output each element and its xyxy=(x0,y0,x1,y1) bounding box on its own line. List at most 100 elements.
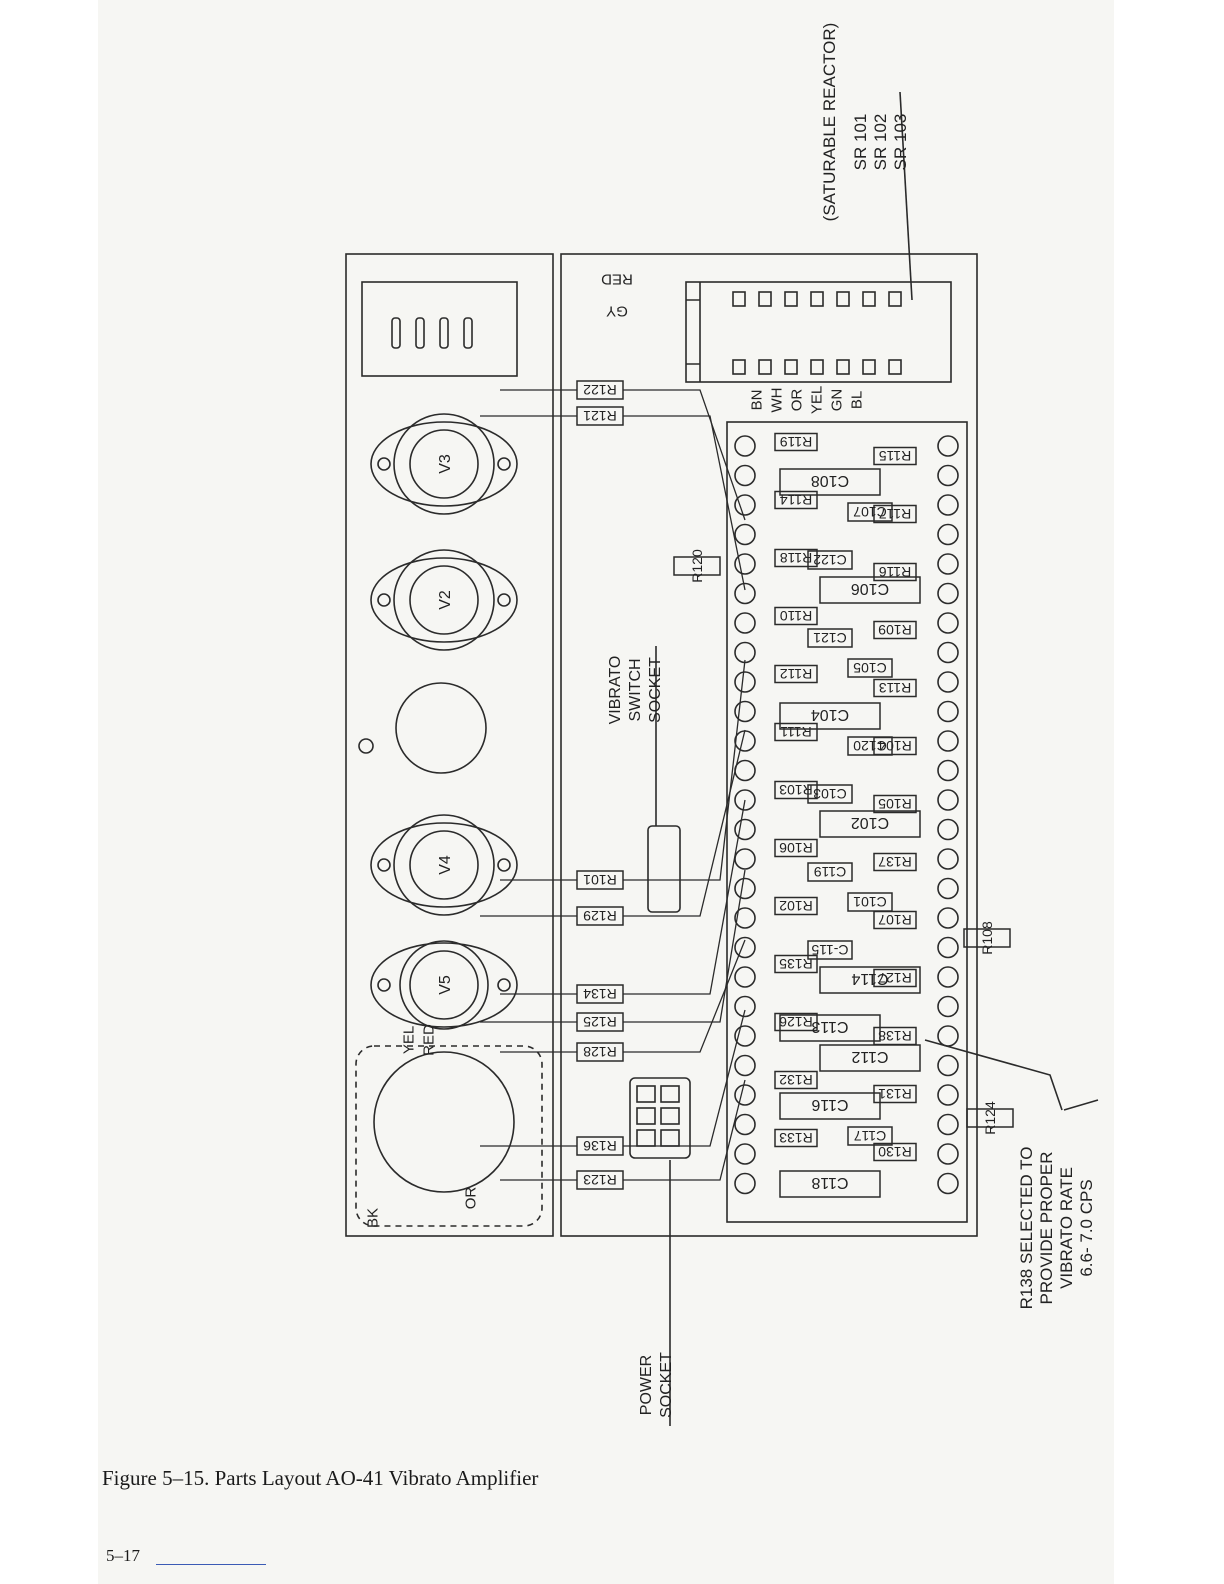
board-capacitor-c114: C114 xyxy=(819,966,921,994)
terminal-hole-left xyxy=(734,1143,756,1165)
reactor-tab-top xyxy=(836,291,850,307)
harness-wire xyxy=(623,415,746,591)
board-resistor-r135-text: R135 xyxy=(779,956,813,972)
r138-note-line-0: R138 SELECTED TO xyxy=(1017,1147,1036,1310)
reactor-title-text: (SATURABLE REACTOR) xyxy=(820,23,839,222)
resistor-r101: R101 xyxy=(576,870,624,890)
board-capacitor-c107: C107 xyxy=(847,502,893,522)
terminal-hole-left xyxy=(734,936,756,959)
reactor-item-line-1: SR 102 xyxy=(871,114,890,171)
terminal-hole-left xyxy=(734,1025,756,1047)
r138-note-line-1: PROVIDE PROPER xyxy=(1037,1151,1056,1304)
reactor-tab-top xyxy=(732,291,746,307)
board-capacitor-c-115-text: C-115 xyxy=(811,942,848,958)
resistor-r101-text: R101 xyxy=(583,872,617,888)
terminal-hole-left xyxy=(734,464,756,487)
resistor-r122-text: R122 xyxy=(583,382,617,398)
transformer-wire-2-text: BK xyxy=(364,1208,381,1228)
wire-gy: GY xyxy=(606,303,628,320)
board-resistor-r132: R132 xyxy=(774,1070,818,1090)
terminal-hole-right xyxy=(937,789,959,811)
terminal-hole-left xyxy=(734,1172,756,1195)
terminal-hole-right xyxy=(937,671,959,693)
rectifier-pin-slot xyxy=(391,317,401,349)
board-capacitor-c119: C119 xyxy=(807,862,853,882)
vibrato-switch-socket-label-line-0: VIBRATO xyxy=(607,656,624,725)
resistor-r134: R134 xyxy=(576,984,624,1004)
board-capacitor-c108: C108 xyxy=(779,468,881,496)
board-resistor-r119: R119 xyxy=(774,432,818,452)
resistor-r128: R128 xyxy=(576,1042,624,1062)
terminal-hole-left xyxy=(734,641,756,664)
terminal-hole-left xyxy=(734,877,756,900)
vibrato-switch-socket-label-line-2: SOCKET xyxy=(647,657,664,723)
resistor-r129-text: R129 xyxy=(583,908,617,924)
board-capacitor-c106-text: C106 xyxy=(851,580,889,597)
terminal-hole-right xyxy=(937,435,959,457)
page-number-underline xyxy=(156,1564,266,1565)
board-resistor-r115: R115 xyxy=(873,446,917,466)
board-resistor-r111: R111 xyxy=(774,722,818,742)
board-capacitor-c116: C116 xyxy=(779,1092,881,1120)
wire-or-text: OR xyxy=(788,389,805,412)
terminal-hole-left xyxy=(734,818,756,841)
resistor-r136-text: R136 xyxy=(583,1138,617,1154)
board-resistor-r102: R102 xyxy=(774,896,818,916)
tube-label-v4: V4 xyxy=(437,855,454,875)
tube-label-v3: V3 xyxy=(437,454,454,474)
harness-wire xyxy=(623,1079,746,1181)
tube-label-v5-text: V5 xyxy=(437,975,454,995)
transformer-core xyxy=(373,1051,515,1193)
terminal-hole-right xyxy=(937,1054,959,1077)
board-resistor-r109-text: R109 xyxy=(878,622,912,638)
harness-wire xyxy=(623,799,746,995)
tube-socket-v3 xyxy=(370,413,518,515)
wire-gn: GN xyxy=(828,389,845,412)
board-resistor-r133-text: R133 xyxy=(779,1130,813,1146)
terminal-hole-left xyxy=(734,1054,756,1077)
terminal-hole-right xyxy=(937,1143,959,1165)
power-transformer xyxy=(355,1045,543,1227)
board-resistor-r114-text: R114 xyxy=(780,492,813,508)
figure-caption: Figure 5–15. Parts Layout AO-41 Vibrato … xyxy=(102,1466,539,1490)
board-resistor-r105-text: R105 xyxy=(878,796,912,812)
board-capacitor-c103-text: C103 xyxy=(813,786,847,802)
component-chassis-panel xyxy=(560,253,978,1237)
board-resistor-r137-text: R137 xyxy=(878,854,912,870)
board-capacitor-c107-text: C107 xyxy=(853,504,887,520)
power-socket-pin-5 xyxy=(636,1129,656,1147)
vibrato-switch-socket-label-line-2-text: SOCKET xyxy=(647,657,664,723)
terminal-hole-right xyxy=(937,759,959,782)
board-resistor-r104: R104 xyxy=(873,736,917,756)
transformer-wire-3: OR xyxy=(462,1187,479,1210)
reactor-tab-bottom xyxy=(758,359,772,375)
terminal-hole-right xyxy=(937,1172,959,1195)
reactor-tab-bottom xyxy=(810,359,824,375)
reactor-tab-top xyxy=(810,291,824,307)
harness-wire xyxy=(623,1009,746,1147)
board-resistor-r112: R112 xyxy=(774,664,818,684)
r138-note-line-0-text: R138 SELECTED TO xyxy=(1017,1147,1036,1310)
board-capacitor-c112-text: C112 xyxy=(851,1048,888,1065)
vibrato-switch-socket-label-line-0-text: VIBRATO xyxy=(607,656,624,725)
tube-socket-v2 xyxy=(370,549,518,651)
power-socket-pin-1 xyxy=(636,1085,656,1103)
terminal-hole-right xyxy=(937,730,959,752)
wire-gn-text: GN xyxy=(828,389,845,412)
reactor-item-line-1-text: SR 102 xyxy=(871,114,890,171)
harness-wire xyxy=(623,729,746,917)
terminal-hole-right xyxy=(937,995,959,1018)
reactor-item-line-2: SR 103 xyxy=(891,114,910,171)
wire-red: RED xyxy=(601,271,633,288)
tube-label-v2: V2 xyxy=(437,590,454,610)
board-resistor-r131: R131 xyxy=(873,1084,917,1104)
terminal-hole-right xyxy=(937,641,959,664)
vibrato-switch-socket-label-line-1: SWITCH xyxy=(627,658,644,721)
side-resistor-r108: R108 xyxy=(963,921,1011,955)
board-resistor-r113: R113 xyxy=(873,678,917,698)
terminal-hole-left xyxy=(734,523,756,546)
board-capacitor-c121: C121 xyxy=(807,628,853,648)
terminal-hole-right xyxy=(937,612,959,634)
board-resistor-r118-text: R118 xyxy=(780,550,813,566)
board-capacitor-c101: C101 xyxy=(847,892,893,912)
